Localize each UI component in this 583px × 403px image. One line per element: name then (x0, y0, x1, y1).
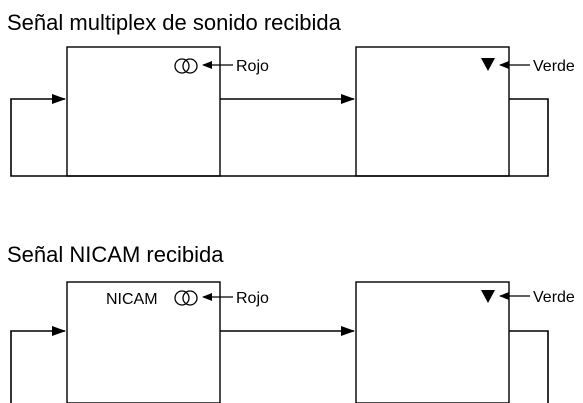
return-loop-arrow (509, 330, 549, 403)
section-2-title: Señal NICAM recibida (7, 242, 224, 267)
section-1-title: Señal multiplex de sonido recibida (7, 10, 341, 35)
stereo-circles-icon (174, 290, 198, 306)
down-triangle-icon (481, 58, 495, 71)
return-loop-arrow (10, 326, 66, 403)
left-screen-box (66, 281, 221, 403)
down-triangle-icon (481, 290, 495, 303)
stereo-circles-icon (174, 58, 198, 74)
callout-label-verde: Verde (533, 289, 575, 306)
callout-label-verde: Verde (533, 58, 575, 75)
section-1-diagram: Rojo Verde (10, 46, 575, 177)
callout-label-rojo: Rojo (236, 58, 269, 75)
return-loop-arrow (10, 94, 549, 177)
section-2-diagram: NICAM Rojo Verde (10, 281, 575, 403)
nicam-indicator-text: NICAM (106, 291, 158, 308)
callout-label-rojo: Rojo (236, 290, 269, 307)
right-screen-box (355, 281, 510, 403)
